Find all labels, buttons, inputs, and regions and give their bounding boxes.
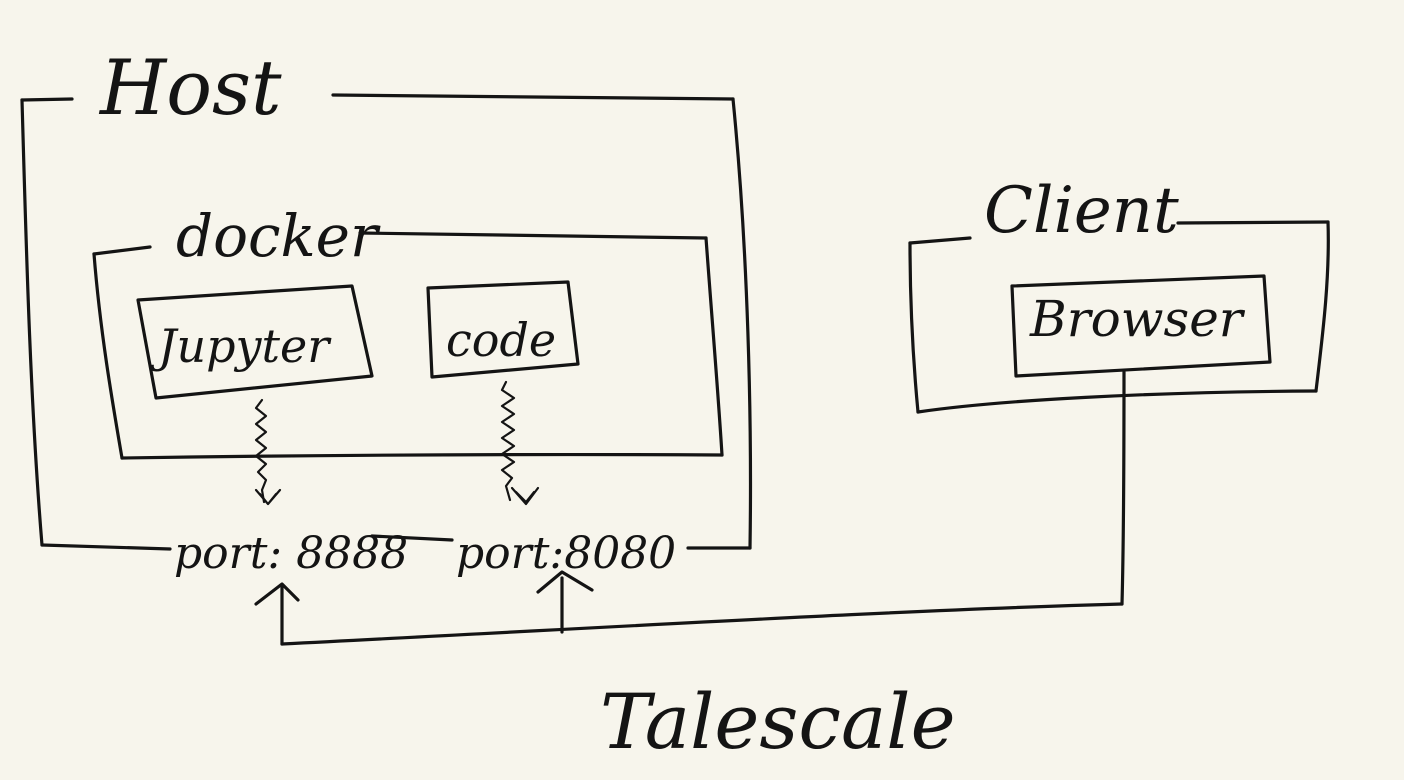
code-arrowhead	[510, 486, 540, 506]
connector-bottom-line	[280, 602, 1124, 646]
jupyter-wavy-line	[254, 398, 268, 504]
jupyter-arrowhead	[254, 488, 282, 506]
host-box-top-left-edge	[20, 97, 74, 102]
port-connector-line	[370, 534, 454, 542]
client-box-right-edge	[1314, 220, 1330, 393]
docker-box-top-right-edge	[358, 231, 708, 240]
arrowhead-8080	[536, 570, 594, 594]
client-box-top-left-edge	[908, 236, 972, 245]
browser-box-outline	[1010, 274, 1272, 378]
host-box-bottom-left-edge	[40, 543, 172, 551]
jupyter-label: Jupyter	[150, 319, 332, 373]
code-box	[426, 280, 580, 379]
browser-label: Browser	[1029, 290, 1246, 348]
tailscale-connector	[254, 370, 1126, 646]
host-box-top-right-edge	[331, 93, 735, 101]
arrowhead-8888	[254, 582, 300, 606]
port-8888-label: port: 8888	[174, 528, 408, 579]
host-box-left-edge	[20, 98, 44, 547]
docker-box-right-edge	[704, 236, 724, 457]
browser-down-line	[1120, 370, 1126, 606]
docker-box-top-left-edge	[92, 245, 152, 256]
code-port-arrow	[500, 380, 540, 506]
jupyter-box	[136, 284, 374, 400]
port-8080-label: port:8080	[456, 528, 676, 579]
docker-label: docker	[176, 202, 381, 270]
docker-box-bottom-edge	[120, 453, 724, 460]
browser-box	[1010, 274, 1272, 378]
docker-box-left-edge	[92, 252, 124, 460]
code-box-outline	[426, 280, 580, 379]
code-label: code	[446, 313, 556, 367]
client-box-bottom-edge	[916, 389, 1318, 414]
client-label: Client	[984, 174, 1179, 248]
client-box-top-right-edge	[1176, 220, 1330, 225]
host-label: Host	[98, 43, 282, 132]
client-box-left-edge	[908, 241, 920, 414]
code-wavy-line	[500, 380, 516, 502]
host-box	[20, 93, 753, 551]
host-box-right-edge	[731, 97, 753, 550]
tailscale-label: Talescale	[600, 677, 956, 766]
jupyter-box-outline	[136, 284, 374, 400]
docker-box	[92, 231, 724, 460]
client-box	[908, 220, 1330, 414]
jupyter-port-arrow	[254, 398, 282, 506]
